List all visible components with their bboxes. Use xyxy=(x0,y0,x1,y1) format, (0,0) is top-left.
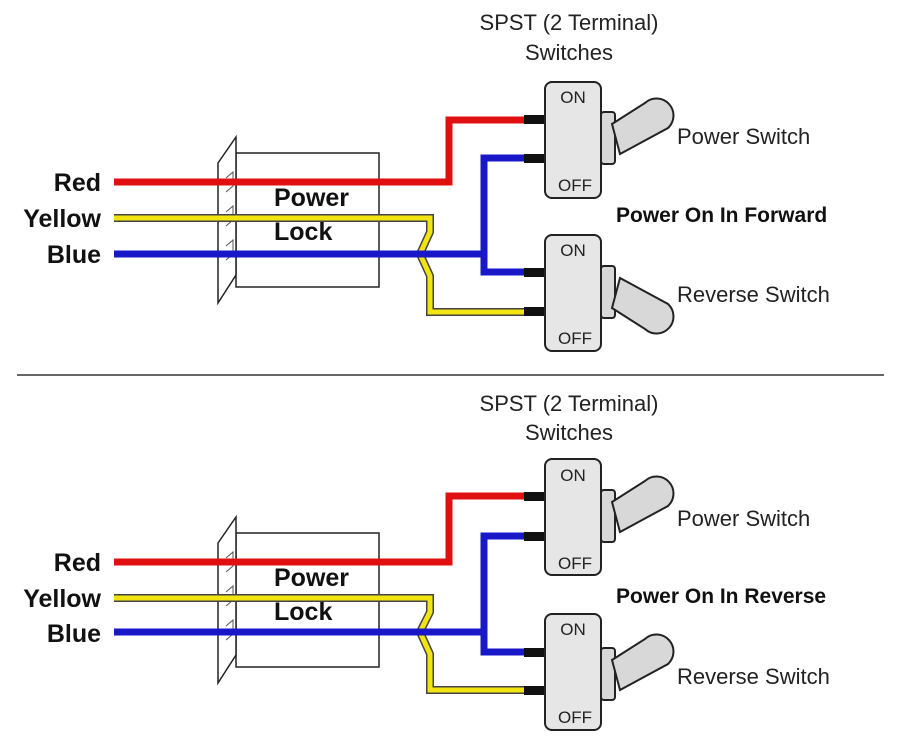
blue-wire-label: Blue xyxy=(47,620,101,648)
blue-wire-label: Blue xyxy=(47,241,101,269)
reverse-switch-label: Reverse Switch xyxy=(677,282,830,307)
wires xyxy=(114,492,526,694)
reverse-switch-on-label: ON xyxy=(560,620,586,639)
yellow-wire-label: Yellow xyxy=(23,205,101,233)
blue-jumper xyxy=(480,154,526,276)
power-lock-label-line1: Power xyxy=(274,564,349,592)
power-switch-label: Power Switch xyxy=(677,124,810,149)
switches-heading-line1: SPST (2 Terminal) xyxy=(480,391,659,416)
reverse-switch-off-label: OFF xyxy=(558,708,592,727)
red-wire-label: Red xyxy=(54,169,101,197)
power-switch-toggle-lever xyxy=(610,97,675,156)
reverse-switch-off-label: OFF xyxy=(558,329,592,348)
switch-terminals xyxy=(524,492,546,695)
reverse-switch[interactable]: ON OFF xyxy=(544,613,675,731)
switch-terminals xyxy=(524,115,546,316)
power-state-label: Power On In Reverse xyxy=(616,585,826,608)
power-lock-label-line2: Lock xyxy=(274,218,332,246)
power-switch-toggle-lever xyxy=(610,475,675,534)
power-switch-off-label: OFF xyxy=(558,176,592,195)
red-wire-label: Red xyxy=(54,549,101,577)
power-switch-on-label: ON xyxy=(560,88,586,107)
power-switch[interactable]: ON OFF xyxy=(544,458,675,576)
power-switch-off-label: OFF xyxy=(558,554,592,573)
panel-reverse: SPST (2 Terminal) Switches Power Lock xyxy=(23,391,830,731)
red-wire xyxy=(114,116,526,186)
yellow-wire-label: Yellow xyxy=(23,585,101,613)
switches-heading-line1: SPST (2 Terminal) xyxy=(480,10,659,35)
reverse-switch[interactable]: ON OFF xyxy=(544,234,675,352)
reverse-switch-toggle-lever xyxy=(610,276,675,335)
reverse-switch-toggle-lever xyxy=(610,633,675,692)
power-switch[interactable]: ON OFF xyxy=(544,81,675,199)
blue-jumper xyxy=(480,532,526,656)
reverse-switch-label: Reverse Switch xyxy=(677,664,830,689)
red-wire xyxy=(114,492,526,566)
power-state-label: Power On In Forward xyxy=(616,204,827,227)
wires xyxy=(114,116,526,316)
switches-heading-line2: Switches xyxy=(525,420,613,445)
reverse-switch-on-label: ON xyxy=(560,241,586,260)
power-switch-label: Power Switch xyxy=(677,506,810,531)
switches-heading-line2: Switches xyxy=(525,40,613,65)
power-switch-on-label: ON xyxy=(560,466,586,485)
power-lock-label-line1: Power xyxy=(274,184,349,212)
panel-forward: SPST (2 Terminal) Switches Power Lock xyxy=(23,10,830,352)
power-lock-label-line2: Lock xyxy=(274,598,332,626)
